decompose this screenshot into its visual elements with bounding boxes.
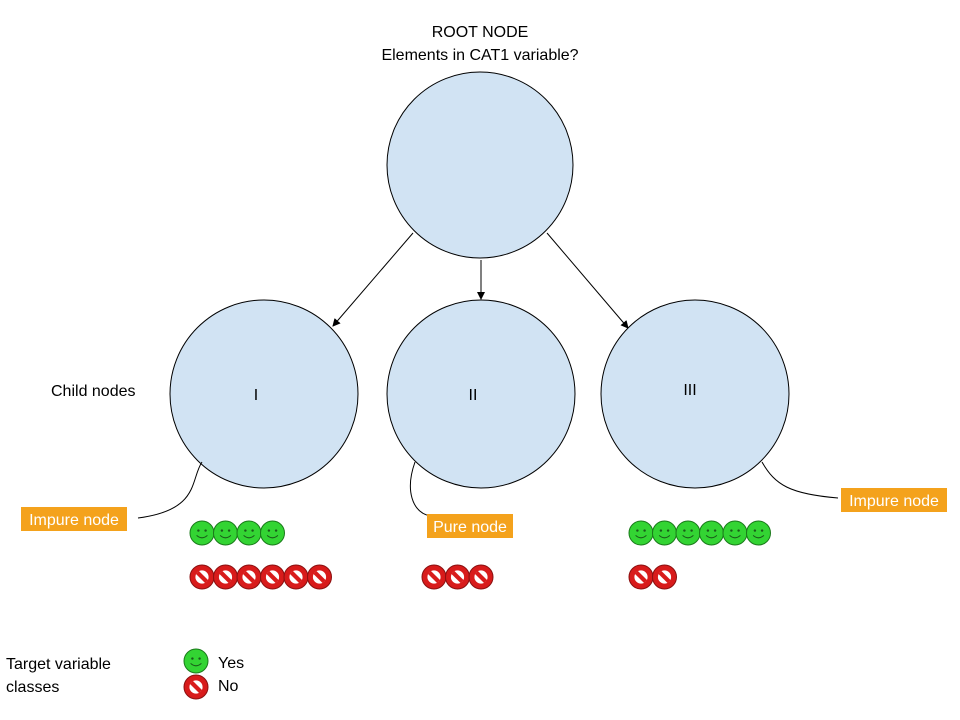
edge-root-to-child-3 — [546, 232, 629, 329]
no-symbol-icon — [307, 564, 332, 590]
smiley-face-icon — [746, 520, 771, 546]
child-node-2-label: II — [469, 387, 478, 404]
no-symbol-icon — [213, 564, 238, 590]
legend-title-line-1: Target variable — [6, 656, 111, 673]
impure-node-tag-3 — [841, 488, 947, 512]
legend-icons — [183, 648, 209, 700]
no-symbol-icon — [236, 564, 262, 590]
no-symbol-icon — [283, 564, 309, 590]
edge-root-to-child-1 — [332, 232, 414, 327]
root-node-question: Elements in CAT1 variable? — [381, 47, 578, 64]
impure-node-tag-1 — [21, 507, 127, 531]
impure-node-tag-3-text: Impure node — [849, 493, 939, 510]
root-node — [386, 71, 574, 259]
no-symbol-icon — [260, 564, 285, 590]
no-symbol-icon — [189, 564, 215, 590]
child-nodes-label: Child nodes — [51, 383, 136, 400]
smiley-face-icon — [675, 520, 701, 546]
child-node-1-label: I — [254, 387, 258, 404]
legend-no-label: No — [218, 678, 239, 695]
smiley-face-icon — [236, 520, 262, 546]
child-node-2 — [386, 299, 576, 489]
smiley-face-icon — [699, 520, 724, 546]
no-symbol-icon — [652, 564, 677, 590]
impure-node-tag-1-text: Impure node — [29, 512, 119, 529]
child-node-3 — [600, 299, 790, 489]
no-symbol-icon — [183, 674, 209, 700]
smiley-face-icon — [652, 520, 677, 546]
connector-tag-3 — [761, 461, 839, 499]
class-icon-rows — [189, 520, 771, 590]
no-symbol-icon — [468, 564, 494, 590]
child-node-1 — [169, 299, 359, 489]
connector-tag-2 — [409, 461, 431, 517]
no-symbol-icon — [421, 564, 447, 590]
no-symbol-icon — [445, 564, 470, 590]
smiley-face-icon — [183, 648, 209, 674]
smiley-face-icon — [213, 520, 238, 546]
legend-title-line-2: classes — [6, 679, 59, 696]
smiley-face-icon — [189, 520, 215, 546]
no-symbol-icon — [628, 564, 654, 590]
child-node-3-label: III — [683, 382, 696, 399]
root-node-title: ROOT NODE — [432, 24, 529, 41]
pure-node-tag — [427, 514, 513, 538]
connector-tag-1 — [137, 461, 203, 519]
smiley-face-icon — [628, 520, 654, 546]
smiley-face-icon — [260, 520, 285, 546]
pure-node-tag-text: Pure node — [433, 519, 507, 536]
legend-yes-label: Yes — [218, 655, 244, 672]
smiley-face-icon — [722, 520, 748, 546]
